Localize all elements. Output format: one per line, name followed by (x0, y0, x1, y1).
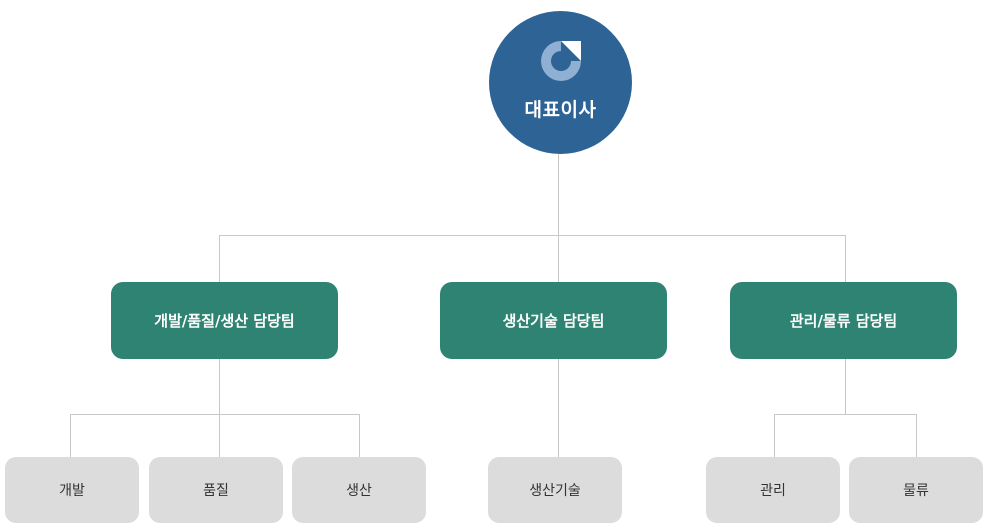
team-dev-quality-production: 개발/품질/생산 담당팀 (111, 282, 338, 359)
unit-management: 관리 (706, 457, 840, 523)
ceo-title: 대표이사 (524, 99, 597, 121)
ceo-node: 대표이사 (489, 11, 632, 154)
unit-logistics: 물류 (849, 457, 983, 523)
team-production-engineering: 생산기술 담당팀 (440, 282, 667, 359)
company-logo-icon (540, 41, 581, 81)
unit-production: 생산 (292, 457, 426, 523)
unit-production-engineering: 생산기술 (488, 457, 622, 523)
team-management-logistics: 관리/물류 담당팀 (730, 282, 957, 359)
unit-development: 개발 (5, 457, 139, 523)
unit-quality: 품질 (149, 457, 283, 523)
